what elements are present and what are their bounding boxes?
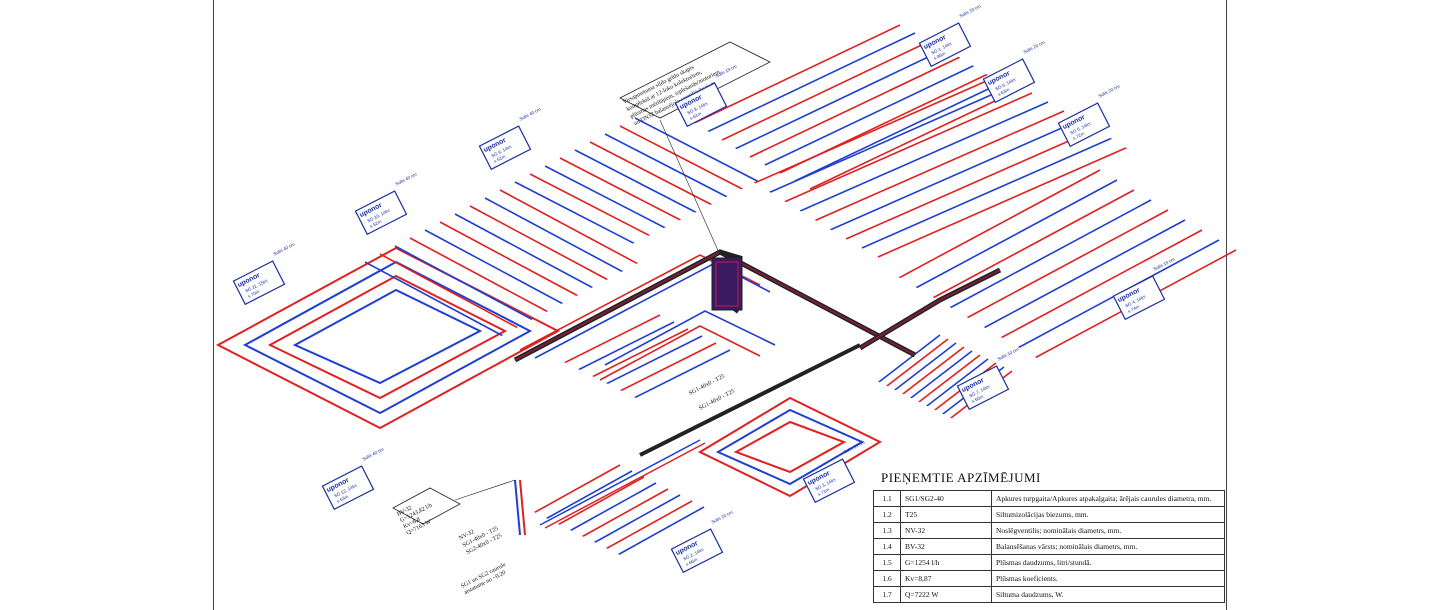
legend-num: 1.1 [873,490,901,507]
loop-label-box [478,125,532,171]
loop-label-box [670,528,724,574]
loop-label-step: Solis 40 cm [395,171,418,186]
legend-desc: Noslēgventilis; nominālais diametrs, mm. [991,522,1225,539]
legend-desc: Plūsmas koeficients. [991,570,1225,587]
heating-loop-sg11 [215,246,561,430]
loop-label-length: s 63m [997,87,1010,97]
loop-label-box [321,465,375,511]
loop-label-length: s 52m [369,219,382,229]
heating-loop-sg9 [500,117,760,250]
legend-num: 1.3 [873,522,901,539]
loop-label-box [982,58,1036,104]
legend-num: 1.2 [873,506,901,523]
legend-code: Kv=8,87 [900,570,992,587]
heating-loop-sg2 [530,464,705,558]
loop-label-step: Solis 40 cm [362,446,385,461]
legend-num: 1.4 [873,538,901,555]
heating-loop-sg8 [560,314,731,401]
loop-label-step: Solis 10 cm [997,346,1020,361]
loop-label-length: s 85m [933,51,946,61]
loop-label-box [1057,102,1111,148]
legend-num: 1.6 [873,570,901,587]
loop-label-box [354,190,408,236]
loop-label-box [232,260,286,306]
heating-loop-sg10 [350,189,640,342]
loop-label-step: Solis 20 cm [1098,83,1121,98]
legend-code: T25 [900,506,992,523]
loop-label-length: s 63m [336,494,349,504]
loop-label-box [956,365,1010,411]
loop-label-step: Solis 20 cm [959,3,982,18]
legend-desc: Apkures turpgaita/Apkures atpakaļgaita; … [991,490,1225,507]
legend-desc: Siltumizolācijas biezums, mm. [991,506,1225,523]
pipe-tag-3: SG1-40x0 - T25 [688,374,726,397]
legend-code: G=1254 l/h [900,554,992,571]
supply-return-mains [513,249,1002,536]
heating-loop-sg5 [750,74,1129,258]
legend-num: 1.5 [873,554,901,571]
loop-label-length: s 61m [689,111,702,121]
loop-label-step: Solis 20 cm [711,509,734,524]
legend-desc: Plūsmas daudzums, litri/stundā. [991,554,1225,571]
loop-label-length: s 72m [1072,131,1085,141]
loop-label-step: Solis 40 cm [519,106,542,121]
loop-label-length: s 70m [247,289,260,299]
legend-desc: Siltuma daudzums, W. [991,586,1225,603]
legend-code: BV-32 [900,538,992,555]
loop-label-box [918,22,972,68]
legend-title: PIEŅEMTIE APZĪMĒJUMI [881,470,1041,485]
heating-loop-sg12 [697,396,883,498]
loop-label-step: Solis 20 cm [1023,39,1046,54]
legend-code: NV-32 [900,522,992,539]
loop-label-length: s 51m [493,154,506,164]
legend-num: 1.7 [873,586,901,603]
legend-code: Q=7222 W [900,586,992,603]
manifold-cabinet [711,257,743,311]
legend-code: SG1/SG2-40 [900,490,992,507]
loop-label-box [674,82,728,128]
loop-label-length: s 60m [971,394,984,404]
loop-label-length: s 66m [685,557,698,567]
heating-loop-sg4 [895,169,1237,360]
loop-label-step: Solis 40 cm [273,241,296,256]
loop-label-length: s 71m [817,487,830,497]
loop-label-box [1112,275,1166,321]
legend-desc: Balansēšanas vārsts; nominālais diametrs… [991,538,1225,555]
loop-label-box [802,458,856,504]
loop-label-length: s 74m [1127,304,1140,314]
